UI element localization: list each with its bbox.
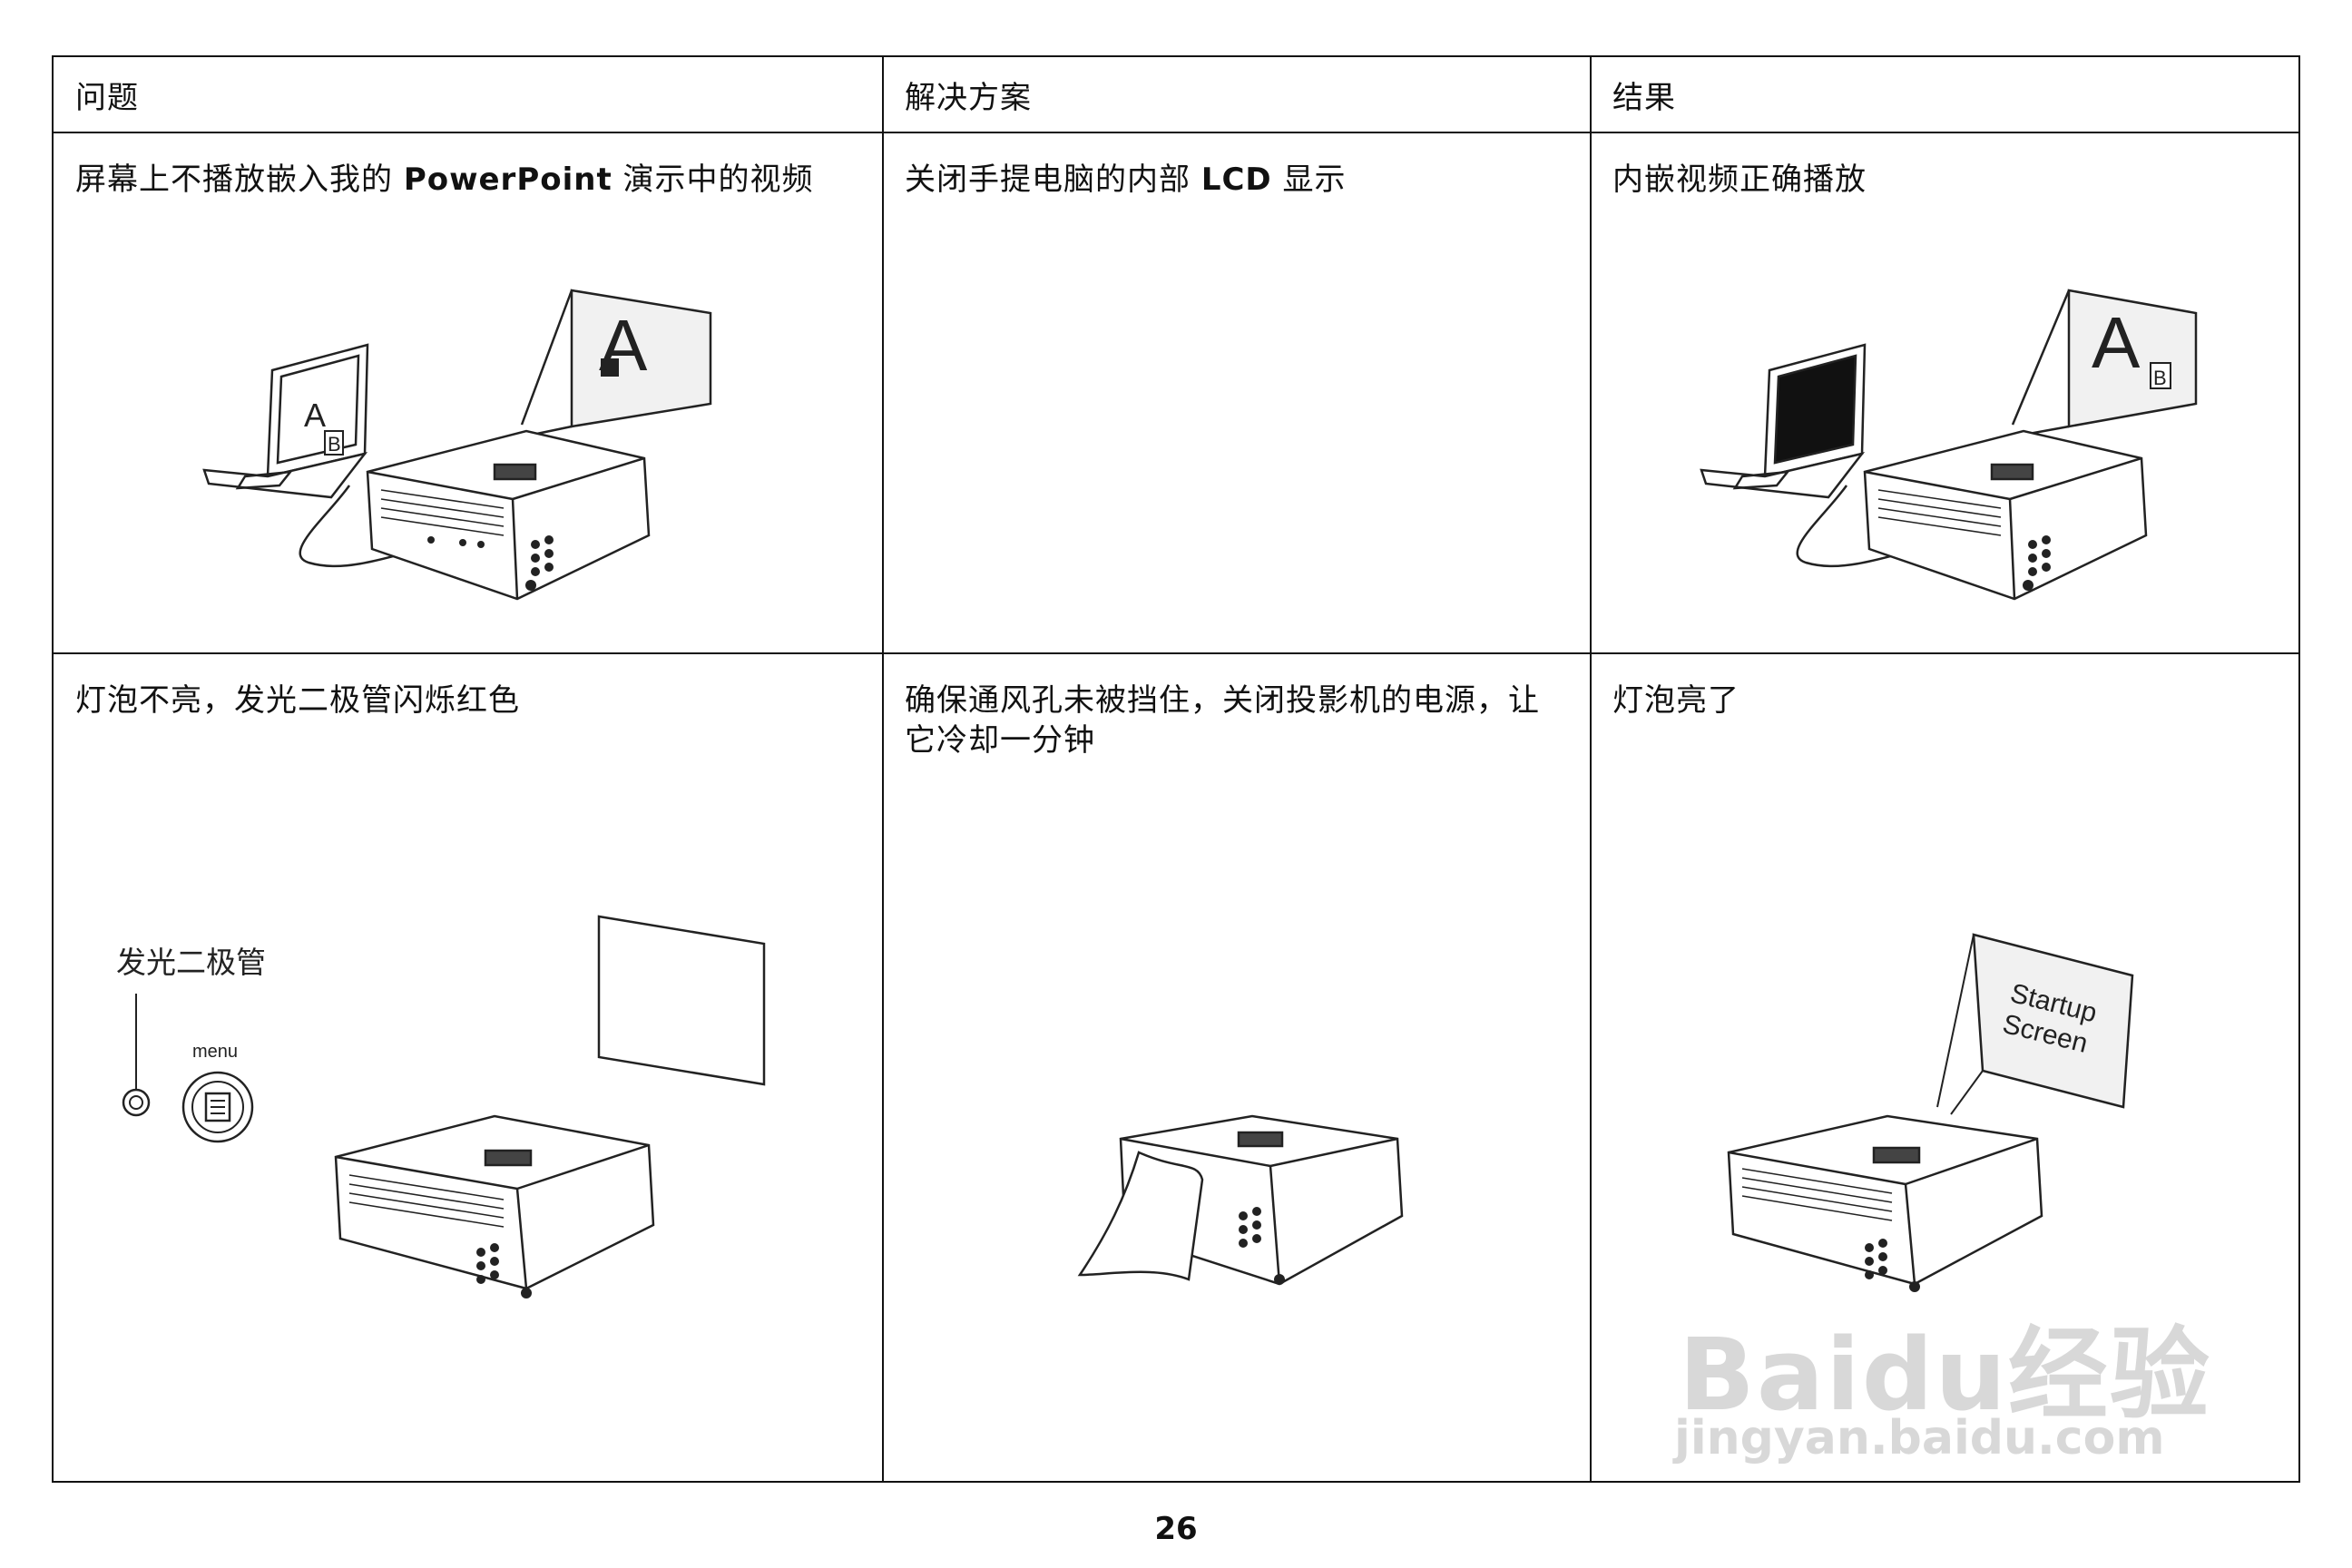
troubleshooting-table: 问题 解决方案 结果 屏幕上不播放嵌入我的 PowerPoint 演示中的视频 …: [52, 55, 2300, 1483]
row2-solution-line2: 它冷却一分钟: [905, 722, 1095, 759]
laptop-projector-illustration-2: A B: [1700, 289, 2198, 601]
watermark-url: jingyan.baidu.com: [1674, 1411, 2165, 1465]
menu-label: menu: [192, 1042, 238, 1062]
column-divider: [882, 57, 884, 1481]
led-menu-illustration: 发光二极管 menu: [116, 915, 766, 1298]
screen-letter-a: A: [599, 305, 648, 386]
row1-solution: 关闭手提电脑的内部 LCD 显示: [905, 162, 1347, 198]
row2-problem: 灯泡不亮，发光二极管闪烁红色: [75, 682, 520, 719]
startup-screen-illustration: Startup Screen: [1727, 933, 2134, 1292]
watermark-logo: Baidu经验: [1679, 1317, 2211, 1433]
column-divider: [1590, 57, 1592, 1481]
screen-letter-a: A: [2092, 302, 2141, 383]
screen-letter-b: B: [2153, 367, 2167, 389]
header-result: 结果: [1612, 80, 1676, 116]
row2-solution-line1: 确保通风孔未被挡住，关闭投影机的电源，让: [905, 682, 1540, 719]
header-solution: 解决方案: [905, 80, 1032, 116]
page-number: 26: [1154, 1511, 1198, 1547]
vent-blocked-illustration: [1077, 1114, 1404, 1286]
laptop-letter-b: B: [328, 433, 341, 456]
row-divider: [54, 652, 2298, 654]
laptop-letter-a: A: [304, 397, 326, 434]
led-label: 发光二极管: [116, 945, 266, 980]
row1-problem: 屏幕上不播放嵌入我的 PowerPoint 演示中的视频: [75, 162, 814, 198]
row2-result: 灯泡亮了: [1612, 682, 1740, 719]
laptop-projector-illustration-1: A A B: [202, 289, 712, 601]
row1-result: 内嵌视频正确播放: [1612, 162, 1867, 198]
header-problem: 问题: [75, 80, 139, 116]
header-divider: [54, 132, 2298, 133]
